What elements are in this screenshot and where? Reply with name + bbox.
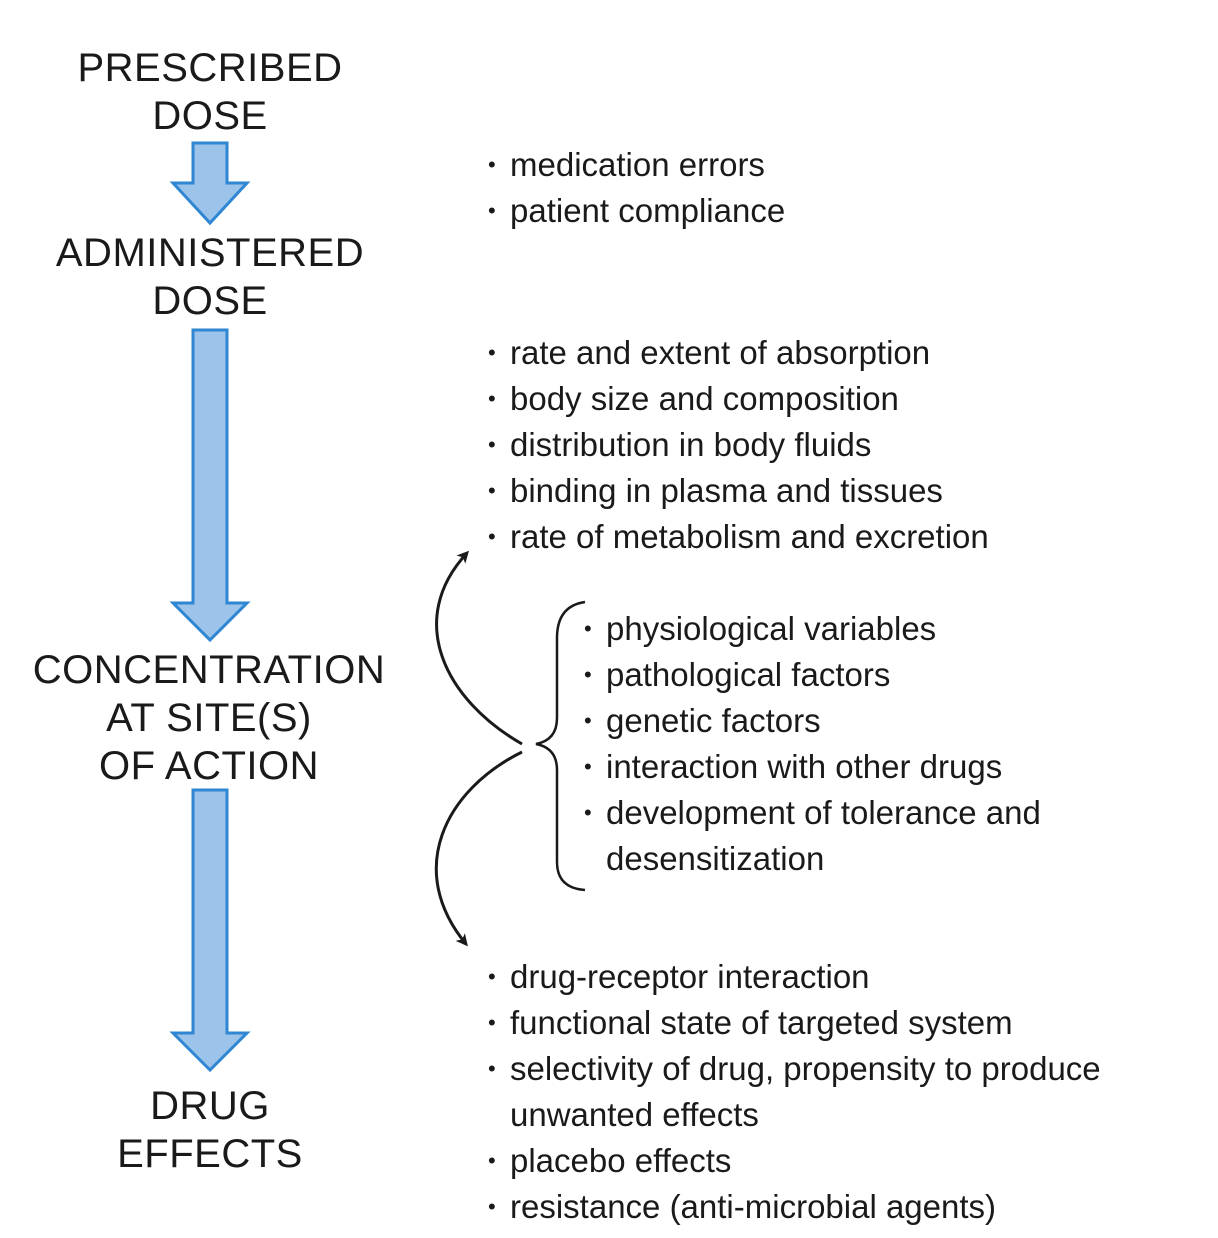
list-item: resistance (anti-microbial agents) (488, 1184, 1101, 1230)
list-item-continuation: desensitization (606, 840, 825, 877)
variables-factors-list: physiological variables pathological fac… (584, 606, 1041, 882)
stage-administered-dose: ADMINISTERED DOSE (20, 229, 400, 325)
curved-arrow-to-pharmacodynamics (434, 750, 523, 947)
stage-label-line: CONCENTRATION (32, 648, 386, 692)
list-item: body size and composition (488, 376, 989, 422)
list-item: drug-receptor interaction (488, 954, 1101, 1000)
curved-arrow-to-pharmacokinetics (435, 550, 523, 746)
stage-label-line: OF ACTION (98, 744, 320, 788)
stage-label-line: EFFECTS (117, 1132, 303, 1176)
pharmacokinetic-factors-list: rate and extent of absorption body size … (488, 330, 989, 560)
stage-label-line: ADMINISTERED (55, 231, 365, 275)
list-item: rate of metabolism and excretion (488, 514, 989, 560)
list-item: pathological factors (584, 652, 1041, 698)
list-item: placebo effects (488, 1138, 1101, 1184)
list-item: rate and extent of absorption (488, 330, 989, 376)
list-item: patient compliance (488, 188, 785, 234)
administration-factors-list: medication errors patient compliance (488, 142, 785, 234)
stage-label-line: PRESCRIBED (77, 46, 343, 90)
list-item: interaction with other drugs (584, 744, 1041, 790)
list-item: binding in plasma and tissues (488, 468, 989, 514)
down-arrow-administered-to-concentration (169, 328, 251, 643)
down-arrow-prescribed-to-administered (169, 141, 251, 226)
list-item: genetic factors (584, 698, 1041, 744)
stage-prescribed-dose: PRESCRIBED DOSE (40, 44, 380, 140)
stage-drug-effects: DRUG EFFECTS (40, 1082, 380, 1178)
list-item: functional state of targeted system (488, 1000, 1101, 1046)
list-item: physiological variables (584, 606, 1041, 652)
stage-concentration-at-site: CONCENTRATION AT SITE(S) OF ACTION (0, 646, 418, 790)
stage-label-line: AT SITE(S) (106, 696, 312, 740)
down-arrow-concentration-to-effects (169, 788, 251, 1073)
list-item-continuation: unwanted effects (510, 1096, 759, 1133)
stage-label-line: DRUG (150, 1084, 270, 1128)
list-item: distribution in body fluids (488, 422, 989, 468)
variables-curly-brace (535, 600, 586, 892)
list-item: medication errors (488, 142, 785, 188)
pharmacodynamic-factors-list: drug-receptor interaction functional sta… (488, 954, 1101, 1230)
stage-label-line: DOSE (152, 279, 268, 323)
stage-label-line: DOSE (152, 94, 268, 138)
list-item: development of tolerance and (584, 790, 1041, 836)
list-item: selectivity of drug, propensity to produ… (488, 1046, 1101, 1092)
